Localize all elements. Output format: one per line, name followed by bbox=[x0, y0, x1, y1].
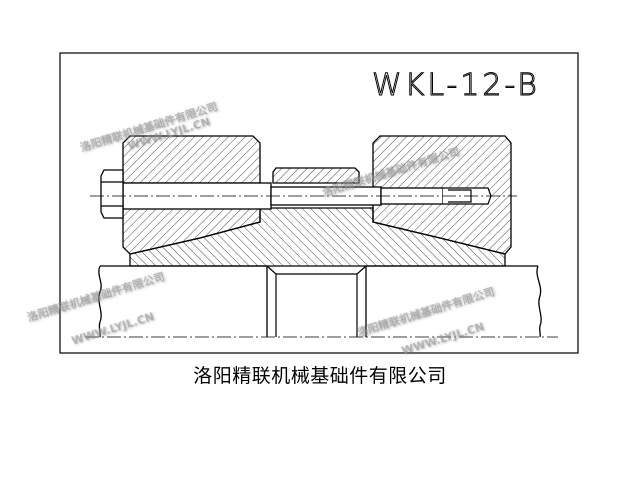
shaft-groove bbox=[266, 265, 367, 337]
center-spacer-ring bbox=[272, 167, 360, 184]
company-caption: 洛阳精联机械基础件有限公司 bbox=[193, 365, 447, 387]
bolt-head bbox=[100, 169, 124, 219]
shaft-right bbox=[365, 265, 542, 338]
part-code-label: WKL-12-B bbox=[372, 68, 540, 103]
drawing-frame bbox=[59, 52, 579, 354]
